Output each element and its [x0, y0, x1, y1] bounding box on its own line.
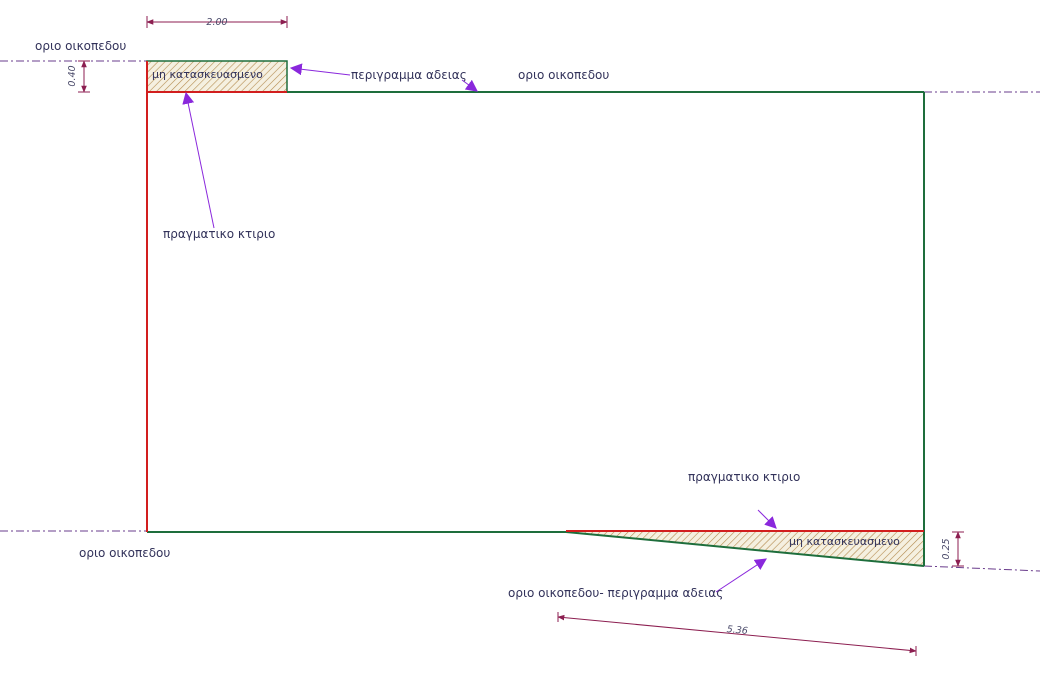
- plot-boundary-lines: [0, 60, 1040, 572]
- actual-building-outline: [146, 61, 924, 532]
- not-constructed-area-top: [146, 60, 288, 93]
- actual-building-bottom-label: πραγματικο κτιριο: [688, 470, 800, 484]
- permit-outline-label: περιγραμμα αδειας: [351, 68, 467, 82]
- not-constructed-top-label: μη κατασκευασμενο: [152, 68, 263, 81]
- leader-arrows: [182, 63, 777, 593]
- leader-plot-boundary-bottom: [715, 558, 768, 593]
- plot-boundary-top-left-label: οριο οικοπεδου: [35, 39, 126, 53]
- plot-boundary-bottom-label: οριο οικοπεδου- περιγραμμα αδειας: [508, 586, 723, 600]
- dimension-bottom-length: [557, 612, 917, 656]
- permit-outline: [147, 91, 925, 567]
- dimension-top-width-label: 2.00: [206, 17, 227, 28]
- dimension-bottom-offset-label: 0.25: [941, 538, 952, 559]
- leader-permit-outline-edge: [461, 79, 478, 92]
- dimension-bottom-offset: [952, 531, 964, 567]
- actual-building-top-label: πραγματικο κτιριο: [163, 227, 275, 241]
- leader-actual-building-top: [182, 91, 215, 229]
- dimension-bottom-length-label: 5.36: [726, 624, 748, 637]
- plot-boundary-bottom-right: [923, 565, 1040, 572]
- dimension-top-offset-label: 0.40: [67, 65, 78, 86]
- plot-boundary-top-label: οριο οικοπεδου: [518, 68, 609, 82]
- dimension-top-offset: [78, 60, 90, 93]
- dimension-top-width: [146, 16, 288, 28]
- leader-actual-building-bottom: [757, 509, 777, 529]
- plot-boundary-bottom-left-label: οριο οικοπεδου: [79, 546, 170, 560]
- leader-permit-outline-top: [289, 63, 351, 76]
- not-constructed-bottom-label: μη κατασκευασμενο: [789, 535, 900, 548]
